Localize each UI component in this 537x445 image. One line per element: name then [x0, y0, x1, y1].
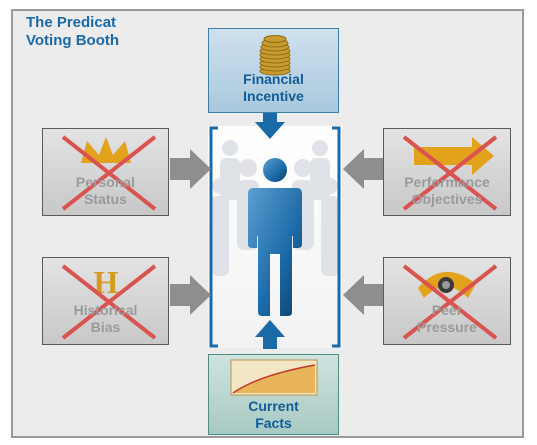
title-line-2: Voting Booth [26, 32, 120, 49]
crown-icon [61, 135, 157, 211]
cross-line [402, 264, 498, 340]
personal-line-1: Personal [75, 174, 136, 190]
performance-line-2: Objectives [411, 191, 483, 207]
arrow-icon [402, 135, 498, 211]
facts-line-1: Current [248, 398, 299, 414]
facts-line-2: Facts [255, 415, 292, 431]
peer-pressure-box: Peer Pressure [383, 257, 511, 345]
person-icon [248, 158, 302, 316]
voting-booth [208, 126, 342, 348]
bottom-arrow [255, 320, 285, 349]
performance-objectives-box: Performance Objectives [383, 128, 511, 216]
top-arrow [255, 112, 285, 139]
left-bottom-arrow [170, 275, 211, 315]
current-facts-box: Current Facts [208, 354, 339, 435]
cross-line [61, 135, 157, 211]
left-bracket [209, 126, 218, 348]
peer-line-2: Pressure [417, 319, 477, 335]
right-top-arrow [343, 149, 384, 189]
chart-icon [230, 359, 318, 396]
financial-line-2: Incentive [243, 88, 304, 104]
financial-line-1: Financial [243, 71, 304, 87]
financial-incentive-box: Financial Incentive [208, 28, 339, 113]
title-line-1: The Predicat [26, 14, 117, 31]
historical-line-1: Historical [73, 302, 138, 318]
right-bracket [332, 126, 341, 348]
eye-icon [402, 264, 498, 340]
cross-line [61, 264, 157, 340]
right-bottom-arrow [343, 275, 384, 315]
cross-line [402, 135, 498, 211]
personal-line-2: Status [84, 191, 127, 207]
historical-line-2: Bias [90, 319, 121, 335]
performance-line-1: Performance [404, 174, 490, 190]
diagram-title: The Predicat Voting Booth [26, 14, 186, 50]
letter-h-icon: H [61, 264, 157, 340]
peer-line-1: Peer [431, 302, 463, 318]
coins-icon [259, 35, 291, 76]
left-top-arrow [170, 149, 211, 189]
personal-status-box: Personal Status [42, 128, 169, 216]
historical-bias-box: H Historical Bias [42, 257, 169, 345]
